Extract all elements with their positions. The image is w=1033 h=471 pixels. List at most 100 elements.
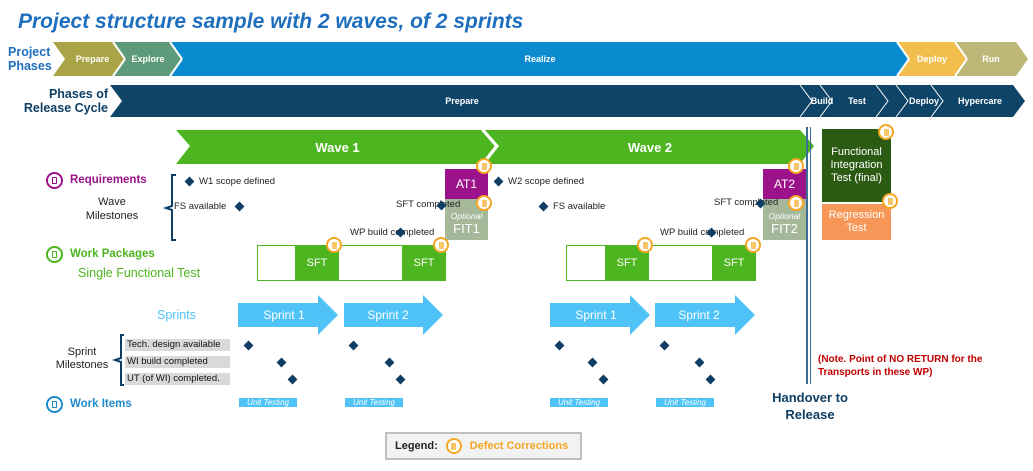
phase-explore-shape (113, 42, 182, 76)
milestone-diamond (348, 340, 359, 351)
milestone-diamond (243, 340, 254, 351)
handover-divider-2 (810, 127, 811, 384)
release-deploy: Deploy (908, 96, 939, 106)
w1-wp-build: WP build completed (350, 227, 435, 238)
phase-deploy-shape (897, 42, 967, 76)
defect-correction-icon (326, 237, 342, 253)
wave-1-label: Wave 1 (315, 139, 360, 155)
handover-divider (806, 127, 808, 384)
wave-2-label: Wave 2 (627, 139, 673, 155)
phase-realize-shape (170, 42, 909, 76)
release-hypercare: Hypercare (957, 96, 1003, 106)
defect-correction-icon (745, 237, 761, 253)
milestone-diamond (587, 357, 598, 368)
requirements-icon (46, 172, 63, 189)
defect-correction-icon (788, 195, 804, 211)
milestone-tech-design: Tech. design available (125, 339, 230, 351)
wave-milestones-label: Wave Milestones (85, 196, 139, 222)
handover-label: Handover to Release (772, 390, 848, 422)
release-prepare: Prepare (445, 96, 479, 106)
w1-fit-label: FIT1 (453, 221, 480, 236)
fit-final-box: Functional Integration Test (final) (822, 129, 891, 202)
w1-scope-defined: W1 scope defined (199, 176, 276, 187)
milestone-diamond (287, 374, 298, 385)
milestone-wi-build: WI build completed (125, 356, 230, 368)
w1-sft-completed: SFT completed (396, 199, 461, 210)
wave-1-shape (176, 130, 496, 164)
w2-wp-build: WP build completed (660, 227, 745, 238)
milestone-diamond (184, 176, 195, 187)
w2-sprint-1: Sprint 1 (575, 308, 617, 322)
phase-explore: Explore (131, 54, 165, 64)
work-items-label: Work Items (70, 398, 132, 410)
wave-milestones-bracket (162, 174, 176, 241)
w1-unit-testing-2: Unit Testing (345, 398, 403, 407)
legend-item: Defect Corrections (469, 440, 569, 452)
defect-correction-icon (476, 195, 492, 211)
w1-sprint-2-shape (344, 295, 443, 335)
work-items-icon (46, 396, 63, 413)
w1-sprint-1: Sprint 1 (263, 308, 305, 322)
sprint-milestones-label: Sprint Milestones (55, 346, 109, 371)
regression-test-box: Regression Test (822, 204, 891, 240)
w2-at-box: AT2 (763, 169, 806, 199)
milestone-diamond (384, 357, 395, 368)
milestone-ut-completed: UT (of WI) completed. (125, 373, 230, 385)
release-build: Build (810, 96, 834, 106)
project-phases-label: Project Phases (8, 45, 52, 73)
w2-fs-available: FS available (553, 201, 606, 212)
w2-sprint-2: Sprint 2 (678, 308, 720, 322)
defect-correction-icon (476, 158, 492, 174)
w2-unit-testing-2: Unit Testing (656, 398, 714, 407)
defect-correction-icon (445, 438, 462, 454)
w1-optional-label: Optional (450, 211, 483, 221)
w1-sprint-1-shape (238, 295, 338, 335)
w1-sprint-arrows (238, 295, 443, 335)
work-packages-label: Work Packages (70, 248, 155, 260)
defect-correction-icon (878, 124, 894, 140)
milestone-diamond (276, 357, 287, 368)
w1-fs-available: FS available (174, 201, 227, 212)
release-bar-shape (110, 85, 1025, 117)
w1-at-box: AT1 (445, 169, 488, 199)
phase-deploy: Deploy (916, 54, 947, 64)
defect-correction-icon (788, 158, 804, 174)
wave-2-shape (485, 130, 814, 164)
milestone-diamond (659, 340, 670, 351)
release-test: Test (848, 96, 866, 106)
sft-category-label: Single Functional Test (78, 266, 201, 280)
phase-realize: Realize (524, 54, 556, 64)
wave-chevrons (176, 129, 814, 165)
milestone-diamond (493, 176, 504, 187)
phase-run: Run (982, 54, 1000, 64)
w2-sprint-1-shape (550, 295, 650, 335)
milestone-diamond (598, 374, 609, 385)
page-title: Project structure sample with 2 waves, o… (18, 10, 524, 33)
w2-sft-completed: SFT completed (714, 197, 779, 208)
phase-run-shape (955, 42, 1028, 76)
w2-sprint-2-shape (655, 295, 755, 335)
milestone-diamond (395, 374, 406, 385)
w1-sft-2: SFT (402, 245, 446, 281)
requirements-label: Requirements (70, 174, 147, 186)
milestone-diamond (554, 340, 565, 351)
sprints-label: Sprints (157, 308, 196, 322)
w2-unit-testing-1: Unit Testing (550, 398, 608, 407)
w1-unit-testing-1: Unit Testing (239, 398, 297, 407)
work-packages-icon (46, 246, 63, 263)
w2-optional-label: Optional (768, 211, 801, 221)
legend-label: Legend: (395, 440, 438, 452)
milestone-diamond (694, 357, 705, 368)
no-return-note: (Note. Point of NO RETURN for the Transp… (818, 354, 983, 378)
w1-sprint-2: Sprint 2 (367, 308, 409, 322)
legend: Legend: Defect Corrections (385, 432, 582, 460)
milestone-diamond (234, 201, 245, 212)
w2-sprint-arrows (550, 295, 755, 335)
milestone-diamond (705, 374, 716, 385)
phase-chevrons (53, 41, 1028, 118)
defect-correction-icon (637, 237, 653, 253)
sprint-milestones-bracket (112, 334, 124, 386)
w2-scope-defined: W2 scope defined (508, 176, 585, 187)
defect-correction-icon (882, 193, 898, 209)
phase-prepare-shape (53, 42, 125, 76)
